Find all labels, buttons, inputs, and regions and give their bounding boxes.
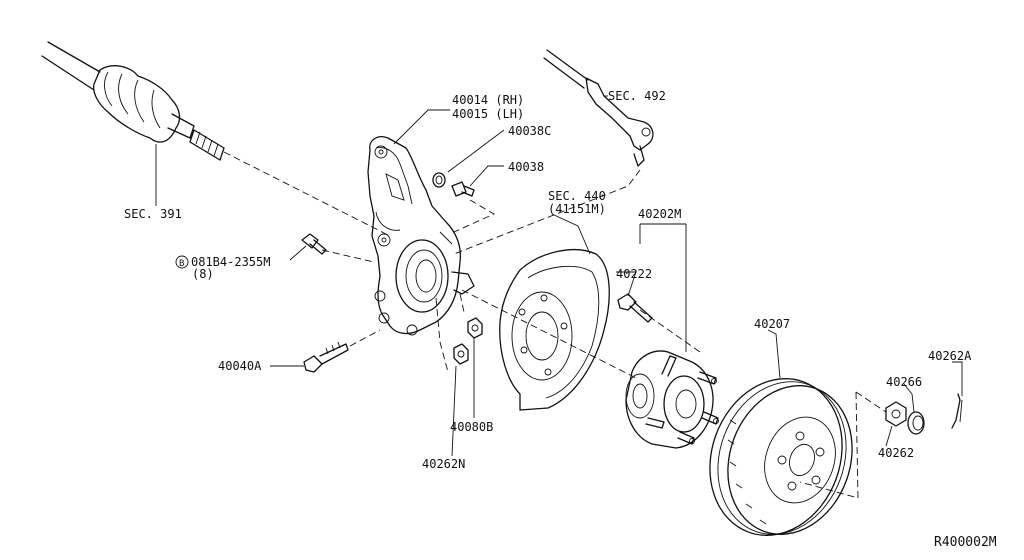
- hub-bolt-40222: [617, 293, 653, 323]
- alignment-lines: [223, 151, 887, 499]
- label-knuckle-rh: 40014 (RH): [452, 93, 524, 107]
- label-sec-391: SEC. 391: [124, 207, 182, 221]
- cotter-pin-40262a: [951, 393, 963, 429]
- label-40262: 40262: [878, 446, 914, 460]
- label-knuckle-lh: 40015 (LH): [452, 107, 524, 121]
- steering-knuckle: [367, 136, 475, 336]
- washer-40266: [907, 411, 925, 435]
- bolt-40038: [451, 181, 475, 197]
- nut-40262: [885, 401, 907, 427]
- label-40222: 40222: [616, 267, 652, 281]
- label-081b4-qty: (8): [192, 267, 214, 281]
- label-b-mark: B: [179, 259, 184, 269]
- label-40038c: 40038C: [508, 124, 551, 138]
- nut-40262n: [453, 343, 469, 365]
- label-081b4-2355m: 081B4-2355M: [191, 255, 270, 269]
- label-sec-440: SEC. 440: [548, 189, 606, 203]
- label-40202m: 40202M: [638, 207, 681, 221]
- brake-backing-plate: [499, 248, 610, 411]
- cap-40038c: [432, 172, 446, 188]
- circled-b-mark: B: [175, 255, 189, 269]
- label-drawing-number: R400002M: [934, 535, 997, 550]
- bolt-40040a: [303, 341, 349, 373]
- drive-shaft: [41, 41, 225, 161]
- label-40040a: 40040A: [218, 359, 262, 373]
- brake-rotor: [709, 378, 853, 536]
- label-sec-492: SEC. 492: [608, 89, 666, 103]
- label-40262a: 40262A: [928, 349, 972, 363]
- wheel-hub-assembly: [625, 350, 719, 449]
- label-40038: 40038: [508, 160, 544, 174]
- label-40262n: 40262N: [422, 457, 465, 471]
- leader-lines: [155, 95, 963, 457]
- label-sec-440-sub: (41151M): [548, 202, 606, 216]
- bolt-081b4-2355m: [301, 233, 327, 255]
- tie-rod-end: [543, 49, 654, 167]
- label-40207: 40207: [754, 317, 790, 331]
- label-40080b: 40080B: [450, 420, 493, 434]
- label-40266: 40266: [886, 375, 922, 389]
- nut-40080b: [467, 317, 483, 339]
